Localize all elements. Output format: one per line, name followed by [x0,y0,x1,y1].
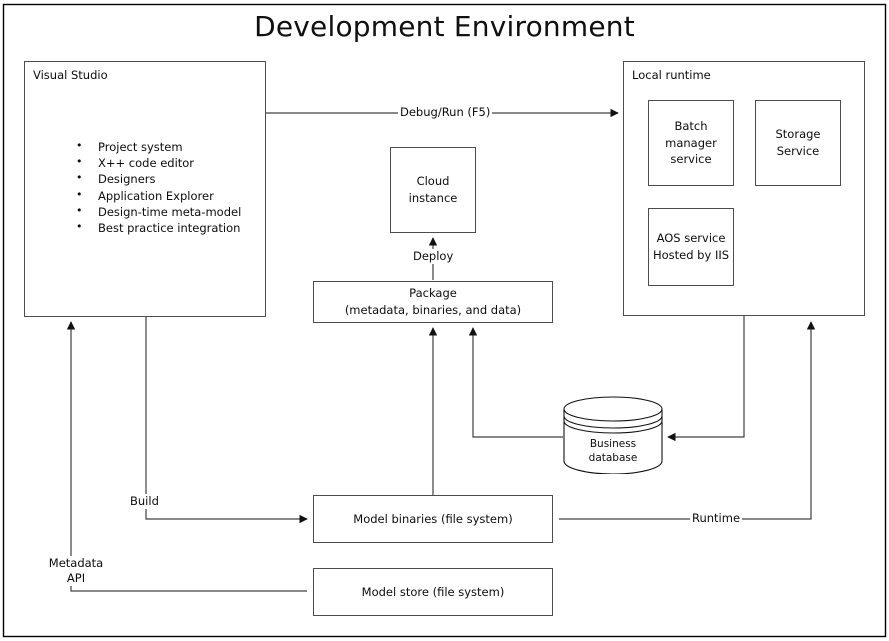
aos-service-line2: Hosted by IIS [652,248,730,262]
list-item: Project system [76,138,241,155]
batch-manager-line1: Batch [674,118,708,133]
storage-service-line2: Service [776,144,820,158]
package-line1: Package [409,286,457,301]
batch-manager-line2: manager [665,135,717,150]
edge-label-debug-run: Debug/Run (F5) [398,105,493,120]
list-item: Best practice integration [76,219,241,236]
edge-label-runtime: Runtime [690,511,743,526]
node-aos-service[interactable]: AOS service Hosted by IIS [648,208,734,286]
cloud-instance-line1: Cloud [416,174,450,189]
metadata-api-line1: Metadata [48,556,104,570]
list-item: Application Explorer [76,187,241,204]
edge-label-deploy: Deploy [411,249,456,264]
visual-studio-feature-list: Project system X++ code editor Designers… [60,138,241,236]
edge-metadata-api [66,321,307,592]
visual-studio-label: Visual Studio [33,68,108,82]
node-model-binaries[interactable]: Model binaries (file system) [313,495,553,543]
metadata-api-line2: API [66,571,86,585]
edge-runtime [559,321,816,520]
edge-build [145,316,308,524]
edge-label-build: Build [128,494,161,509]
node-business-database[interactable] [563,396,663,474]
edge-label-metadata-api: Metadata API [43,556,109,586]
business-database-label: Business database [563,437,663,465]
package-line2: (metadata, binaries, and data) [344,303,522,317]
cloud-instance-line2: instance [408,191,458,205]
outer-frame [2,3,887,638]
node-model-store[interactable]: Model store (file system) [313,568,553,616]
node-package[interactable]: Package (metadata, binaries, and data) [313,281,553,323]
local-runtime-label: Local runtime [632,68,711,82]
node-visual-studio[interactable]: Visual Studio [24,61,266,317]
list-item: Design-time meta-model [76,203,241,220]
node-batch-manager-service[interactable]: Batch manager service [648,100,734,186]
aos-service-line1: AOS service [656,231,726,246]
model-store-label: Model store (file system) [361,584,505,599]
node-cloud-instance[interactable]: Cloud instance [390,147,476,233]
batch-manager-line3: service [670,152,712,167]
node-storage-service[interactable]: Storage Service [755,100,841,186]
storage-service-line1: Storage [775,127,821,142]
edge-database-package [468,327,563,438]
page-title: Development Environment [254,10,635,43]
edge-runtime-database [667,316,745,442]
node-local-runtime[interactable]: Local runtime [623,61,865,316]
list-item: X++ code editor [76,154,241,171]
business-database-line2: database [588,452,638,464]
list-item: Designers [76,170,241,187]
business-database-line1: Business [589,438,637,450]
model-binaries-label: Model binaries (file system) [353,511,513,526]
